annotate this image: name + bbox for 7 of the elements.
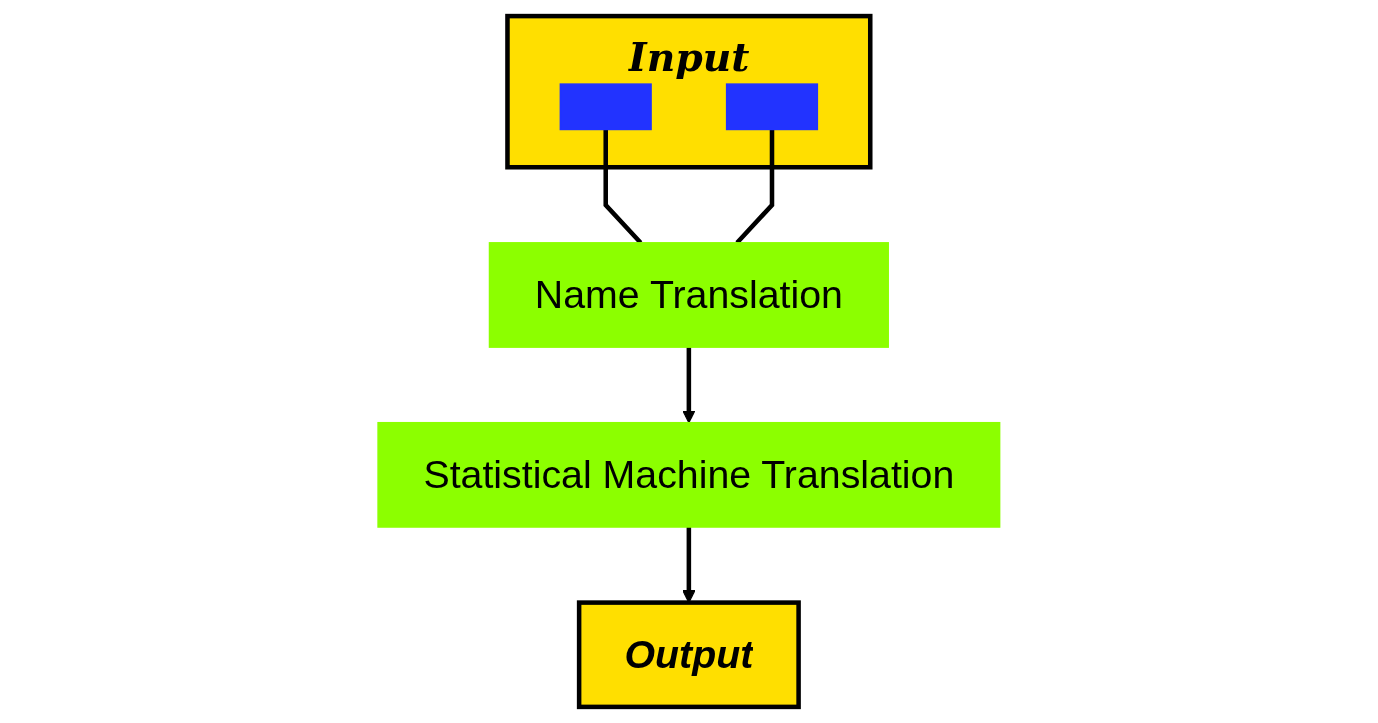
node-box [559, 83, 652, 131]
node-box: Name Translation [488, 242, 890, 348]
node-box: Statistical Machine Translation [377, 421, 1001, 528]
arrow [682, 347, 696, 424]
node-box [726, 83, 819, 131]
cluster: Input [505, 13, 873, 170]
node-box: Output [577, 600, 801, 710]
